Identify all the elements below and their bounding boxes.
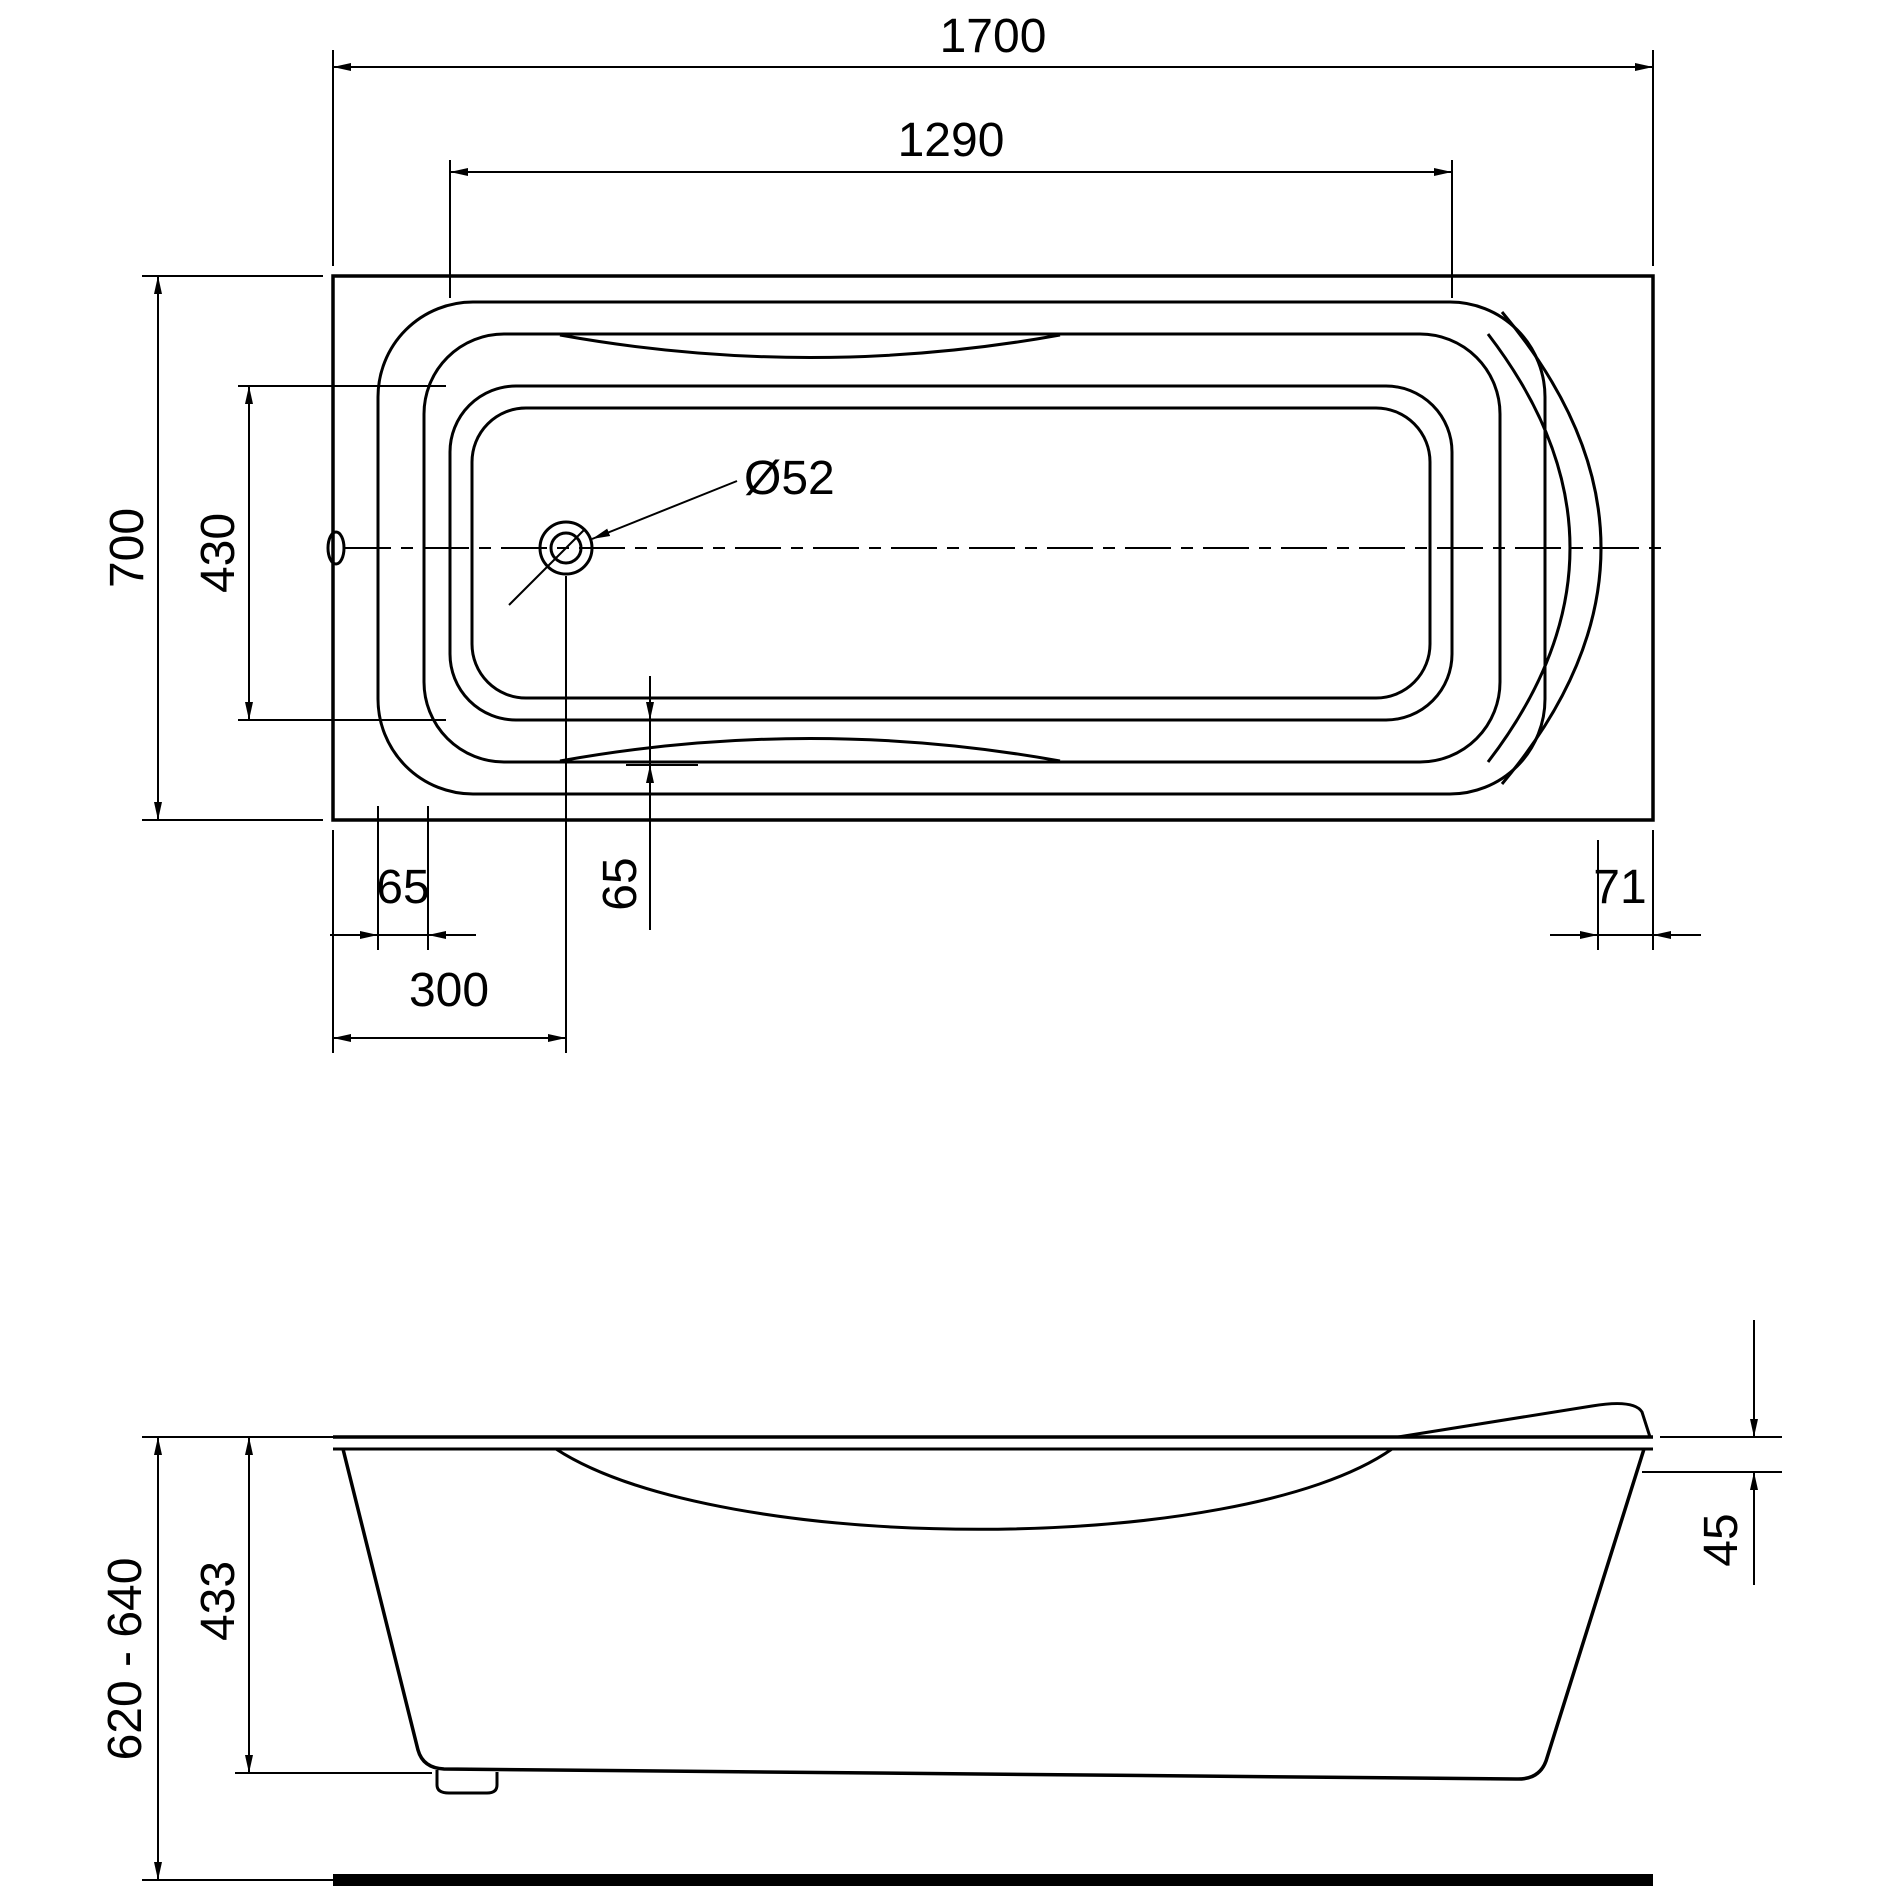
dim-label-basin-length: 1290: [898, 114, 1005, 167]
dim-overall-width: 700: [101, 275, 323, 821]
floor-line: [333, 1874, 1653, 1886]
headrest-arc-inner: [1486, 333, 1572, 763]
dim-edge-right: 71: [1550, 830, 1701, 950]
dim-label-shell-depth: 433: [192, 1561, 245, 1641]
grip-contour-bottom: [559, 737, 1061, 763]
overflow-mark: [326, 530, 346, 566]
dim-label-edge-bottom: 65: [594, 857, 647, 910]
dim-overall-length: 1700: [332, 10, 1654, 266]
dim-edge-bottom: 65: [594, 676, 698, 930]
basin-edge-inner: [470, 406, 1432, 700]
grip-contour-top: [559, 333, 1061, 359]
diameter-line: [508, 528, 586, 606]
dim-drain-offset: 300: [332, 576, 567, 1053]
basin-edge-outer: [448, 384, 1454, 722]
dim-label-rim-height: 45: [1695, 1513, 1748, 1566]
tub-body-profile: [341, 1448, 1646, 1781]
basin-interior-curve: [555, 1447, 1393, 1531]
side-view: 620 - 640 433 45: [99, 1320, 1782, 1886]
dim-label-basin-width: 430: [192, 513, 245, 593]
leader-line: [591, 480, 738, 540]
dim-overall-height: 620 - 640: [99, 1436, 333, 1881]
dim-shell-depth: 433: [192, 1437, 432, 1774]
dim-label-overall-length: 1700: [940, 10, 1047, 63]
drain-fitting: [435, 1770, 499, 1795]
dim-drain-diameter: Ø52: [508, 452, 835, 606]
dim-label-overall-width: 700: [101, 508, 154, 588]
top-view: Ø52 1700 1290 700 430: [101, 10, 1701, 1053]
dim-label-drain-offset: 300: [409, 964, 489, 1017]
dim-label-overall-height: 620 - 640: [99, 1558, 152, 1761]
tub-profile: [333, 1402, 1653, 1886]
dim-label-edge-right: 71: [1593, 861, 1646, 914]
dim-basin-length: 1290: [449, 114, 1453, 298]
dim-rim-height: 45: [1642, 1320, 1782, 1585]
dim-label-edge-left: 65: [376, 861, 429, 914]
headrest-profile: [1397, 1402, 1652, 1439]
dim-edge-left: 65: [330, 806, 476, 950]
dim-label-drain-diameter: Ø52: [744, 452, 835, 505]
dim-basin-width: 430: [192, 385, 446, 721]
